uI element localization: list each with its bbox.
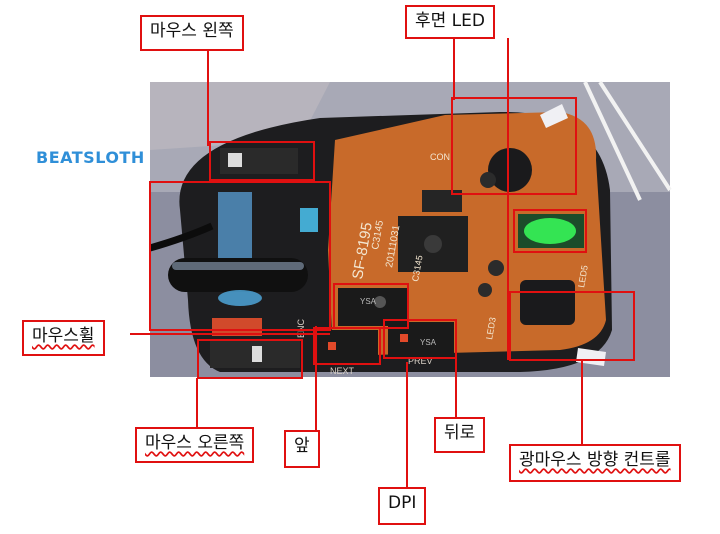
switch-back-print: YSA (420, 338, 437, 347)
box-rear-led-bottom (509, 291, 635, 361)
sensor-lens (424, 235, 442, 253)
pcb-ic (422, 190, 462, 212)
switch-dpi (318, 330, 378, 364)
pcb-enc-text: ENC (296, 318, 306, 338)
pcb-code-text: C3145 (370, 219, 386, 250)
pcb-prev-text: PREV (408, 356, 433, 366)
cable-white (583, 80, 672, 201)
mouse-cable (149, 222, 214, 252)
left-click-plunger (228, 153, 242, 167)
label-right-click: 마우스 오른쪽 (135, 427, 255, 463)
capacitor (488, 260, 504, 276)
leader-lines (130, 38, 583, 488)
box-dpi (313, 327, 381, 365)
label-rear-led: 후면 LED (405, 5, 495, 39)
encoder-lightpipe (218, 192, 252, 262)
box-green-led (513, 209, 587, 253)
label-back: 뒤로 (434, 417, 486, 453)
switch-dot (400, 334, 408, 342)
label-direction-control: 광마우스 방향 컨트롤 (509, 444, 681, 482)
capacitor (478, 283, 492, 297)
wheel-glow (218, 290, 262, 306)
pcb-chip-text: C3145 (410, 254, 424, 282)
pcb-next-text: NEXT (330, 366, 355, 376)
pcb-led5-text: LED5 (576, 264, 590, 288)
label-forward: 앞 (284, 430, 320, 468)
pcb-con-text: CON (430, 152, 450, 162)
scroll-wheel-tread (172, 262, 304, 270)
pcb-cutout (520, 280, 575, 325)
wheel-mount (212, 318, 262, 336)
box-right-click (197, 339, 303, 379)
blue-led (300, 208, 318, 232)
pcb-hole (488, 148, 532, 192)
switch-dot (328, 342, 336, 350)
pcb-led3-text: LED3 (484, 316, 498, 340)
brand-watermark: BEATSLOTH (36, 148, 145, 167)
right-click-plunger (252, 346, 262, 362)
rear-led-top (540, 104, 568, 128)
switch-forward-print: YSA (360, 297, 377, 306)
box-rear-led-top (451, 97, 577, 195)
box-wheel (149, 181, 331, 331)
box-back (383, 319, 457, 359)
label-dpi: DPI (378, 487, 427, 525)
callout-boxes (149, 97, 635, 379)
rear-led-bottom (576, 348, 606, 366)
capacitor (480, 172, 496, 188)
label-left-click: 마우스 왼쪽 (140, 15, 244, 51)
green-led-glow (524, 218, 576, 244)
box-left-click (209, 141, 315, 181)
label-wheel: 마우스휠 (22, 320, 105, 356)
switch-knob (374, 296, 386, 308)
